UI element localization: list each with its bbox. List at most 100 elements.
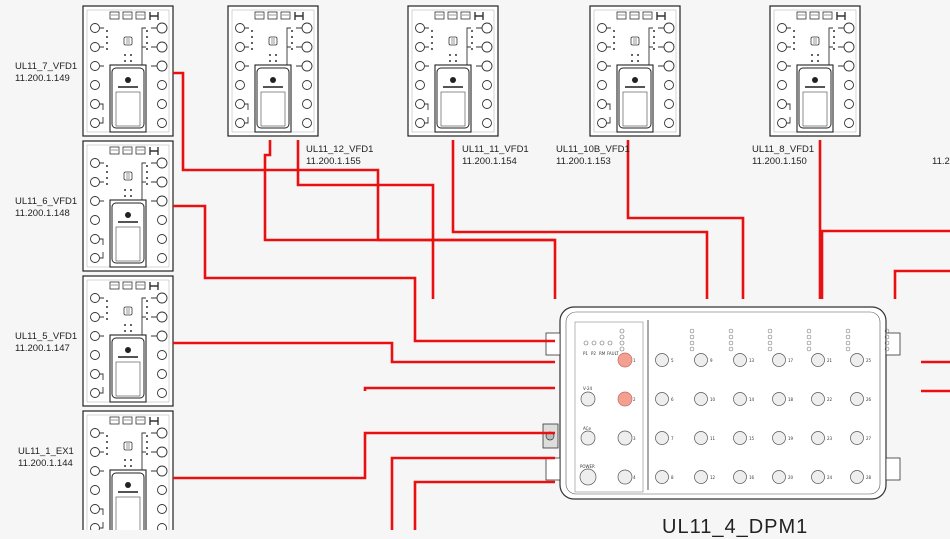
dpm-status-led: [884, 334, 890, 340]
dpm-port-number: 7: [671, 436, 674, 441]
dpm-port[interactable]: [655, 392, 669, 406]
dpm-status-led: [728, 334, 734, 340]
dpm-status-led: [884, 340, 890, 346]
dpm-port[interactable]: [655, 353, 669, 367]
dpm-port-number: 17: [788, 358, 794, 363]
dpm-status-led: [767, 340, 773, 346]
dpm-port-number: 1: [633, 358, 636, 363]
dpm-port-number: 11: [710, 436, 716, 441]
device-label-partial: 11.2: [932, 156, 950, 167]
vfd-ul11-5[interactable]: [82, 275, 174, 407]
dpm-led-label: RM: [599, 351, 606, 356]
dpm-port-number: 3: [633, 436, 636, 441]
dpm-port[interactable]: [811, 431, 825, 445]
vfd-ul11-6[interactable]: [82, 140, 174, 272]
dpm-port-number: 4: [633, 475, 636, 480]
dpm-port[interactable]: [655, 431, 669, 445]
dpm-port-number: 10: [710, 397, 716, 402]
dpm-status-led: [806, 340, 812, 346]
dpm-port[interactable]: [772, 392, 786, 406]
dpm-port-number: 23: [827, 436, 833, 441]
dpm-port[interactable]: [694, 392, 708, 406]
dpm-port[interactable]: [850, 470, 864, 484]
dpm-status-led: [884, 346, 890, 352]
dpm-port-grid: 1234567891011121314151617181920212223242…: [633, 353, 872, 484]
dpm-title: UL11_4_DPM1: [662, 516, 809, 538]
dpm-port[interactable]: [811, 470, 825, 484]
dpm-port-number: 14: [749, 397, 755, 402]
dpm-port[interactable]: [694, 470, 708, 484]
dpm-port[interactable]: [811, 392, 825, 406]
dpm-port-number: 6: [671, 397, 674, 402]
dpm-port-label: POWER: [580, 464, 595, 469]
dpm-port[interactable]: [850, 431, 864, 445]
dpm-status-led: [689, 346, 695, 352]
dpm-port-number: 25: [866, 358, 872, 363]
vfd-ul11-8[interactable]: [769, 5, 861, 137]
dpm-status-led: [689, 328, 695, 334]
dpm-status-led: [845, 346, 851, 352]
dpm-status-led: [845, 334, 851, 340]
dpm-port-label: V-24: [583, 386, 592, 391]
vfd-ul11-11[interactable]: [407, 5, 499, 137]
dpm-status-led: [806, 346, 812, 352]
dpm-port-number: 22: [827, 397, 833, 402]
dpm-port-number: 27: [866, 436, 872, 441]
dpm-status-led: [728, 346, 734, 352]
dpm-led-label: P2: [591, 351, 596, 356]
dpm-status-led: [728, 340, 734, 346]
dpm-port-number: 19: [788, 436, 794, 441]
dpm-status-led: [767, 346, 773, 352]
dpm-port[interactable]: [850, 392, 864, 406]
dpm-port[interactable]: [733, 431, 747, 445]
dpm-led-label: P1: [583, 351, 588, 356]
dpm-status-led: [845, 328, 851, 334]
dpm-port[interactable]: [772, 470, 786, 484]
dpm-port[interactable]: [733, 353, 747, 367]
dpm-port-number: 15: [749, 436, 755, 441]
dpm-status-led: [689, 334, 695, 340]
dpm-status-led: [767, 334, 773, 340]
dpm-port-number: 21: [827, 358, 833, 363]
dpm-port-number: 8: [671, 475, 674, 480]
dpm-port-number: 13: [749, 358, 755, 363]
dpm-port-number: 28: [866, 475, 872, 480]
dpm-switch[interactable]: 1234567891011121314151617181920212223242…: [542, 306, 901, 500]
dpm-status-led: [767, 328, 773, 334]
dpm-port[interactable]: [850, 353, 864, 367]
dpm-port[interactable]: [772, 353, 786, 367]
dpm-port-number: 26: [866, 397, 872, 402]
vfd-ul11-12[interactable]: [227, 5, 319, 137]
dpm-port-number: 18: [788, 397, 794, 402]
dpm-status-led: [728, 328, 734, 334]
dpm-port[interactable]: [655, 470, 669, 484]
dpm-port-number: 9: [710, 358, 713, 363]
dpm-port-label: ACe: [583, 426, 591, 431]
dpm-port[interactable]: [733, 392, 747, 406]
ex-ul11-1[interactable]: [82, 410, 174, 530]
dpm-port[interactable]: [694, 431, 708, 445]
dpm-port[interactable]: [694, 353, 708, 367]
vfd-ul11-10b[interactable]: [589, 5, 681, 137]
dpm-port[interactable]: [772, 431, 786, 445]
vfd-ul11-7[interactable]: [82, 5, 174, 137]
dpm-port-number: 12: [710, 475, 716, 480]
dpm-status-led: [689, 340, 695, 346]
dpm-port-number: 20: [788, 475, 794, 480]
dpm-port[interactable]: [733, 470, 747, 484]
dpm-port-number: 5: [671, 358, 674, 363]
cable-runs: [173, 71, 950, 530]
dpm-status-led: [884, 328, 890, 334]
dpm-status-led: [845, 340, 851, 346]
dpm-port[interactable]: [811, 353, 825, 367]
